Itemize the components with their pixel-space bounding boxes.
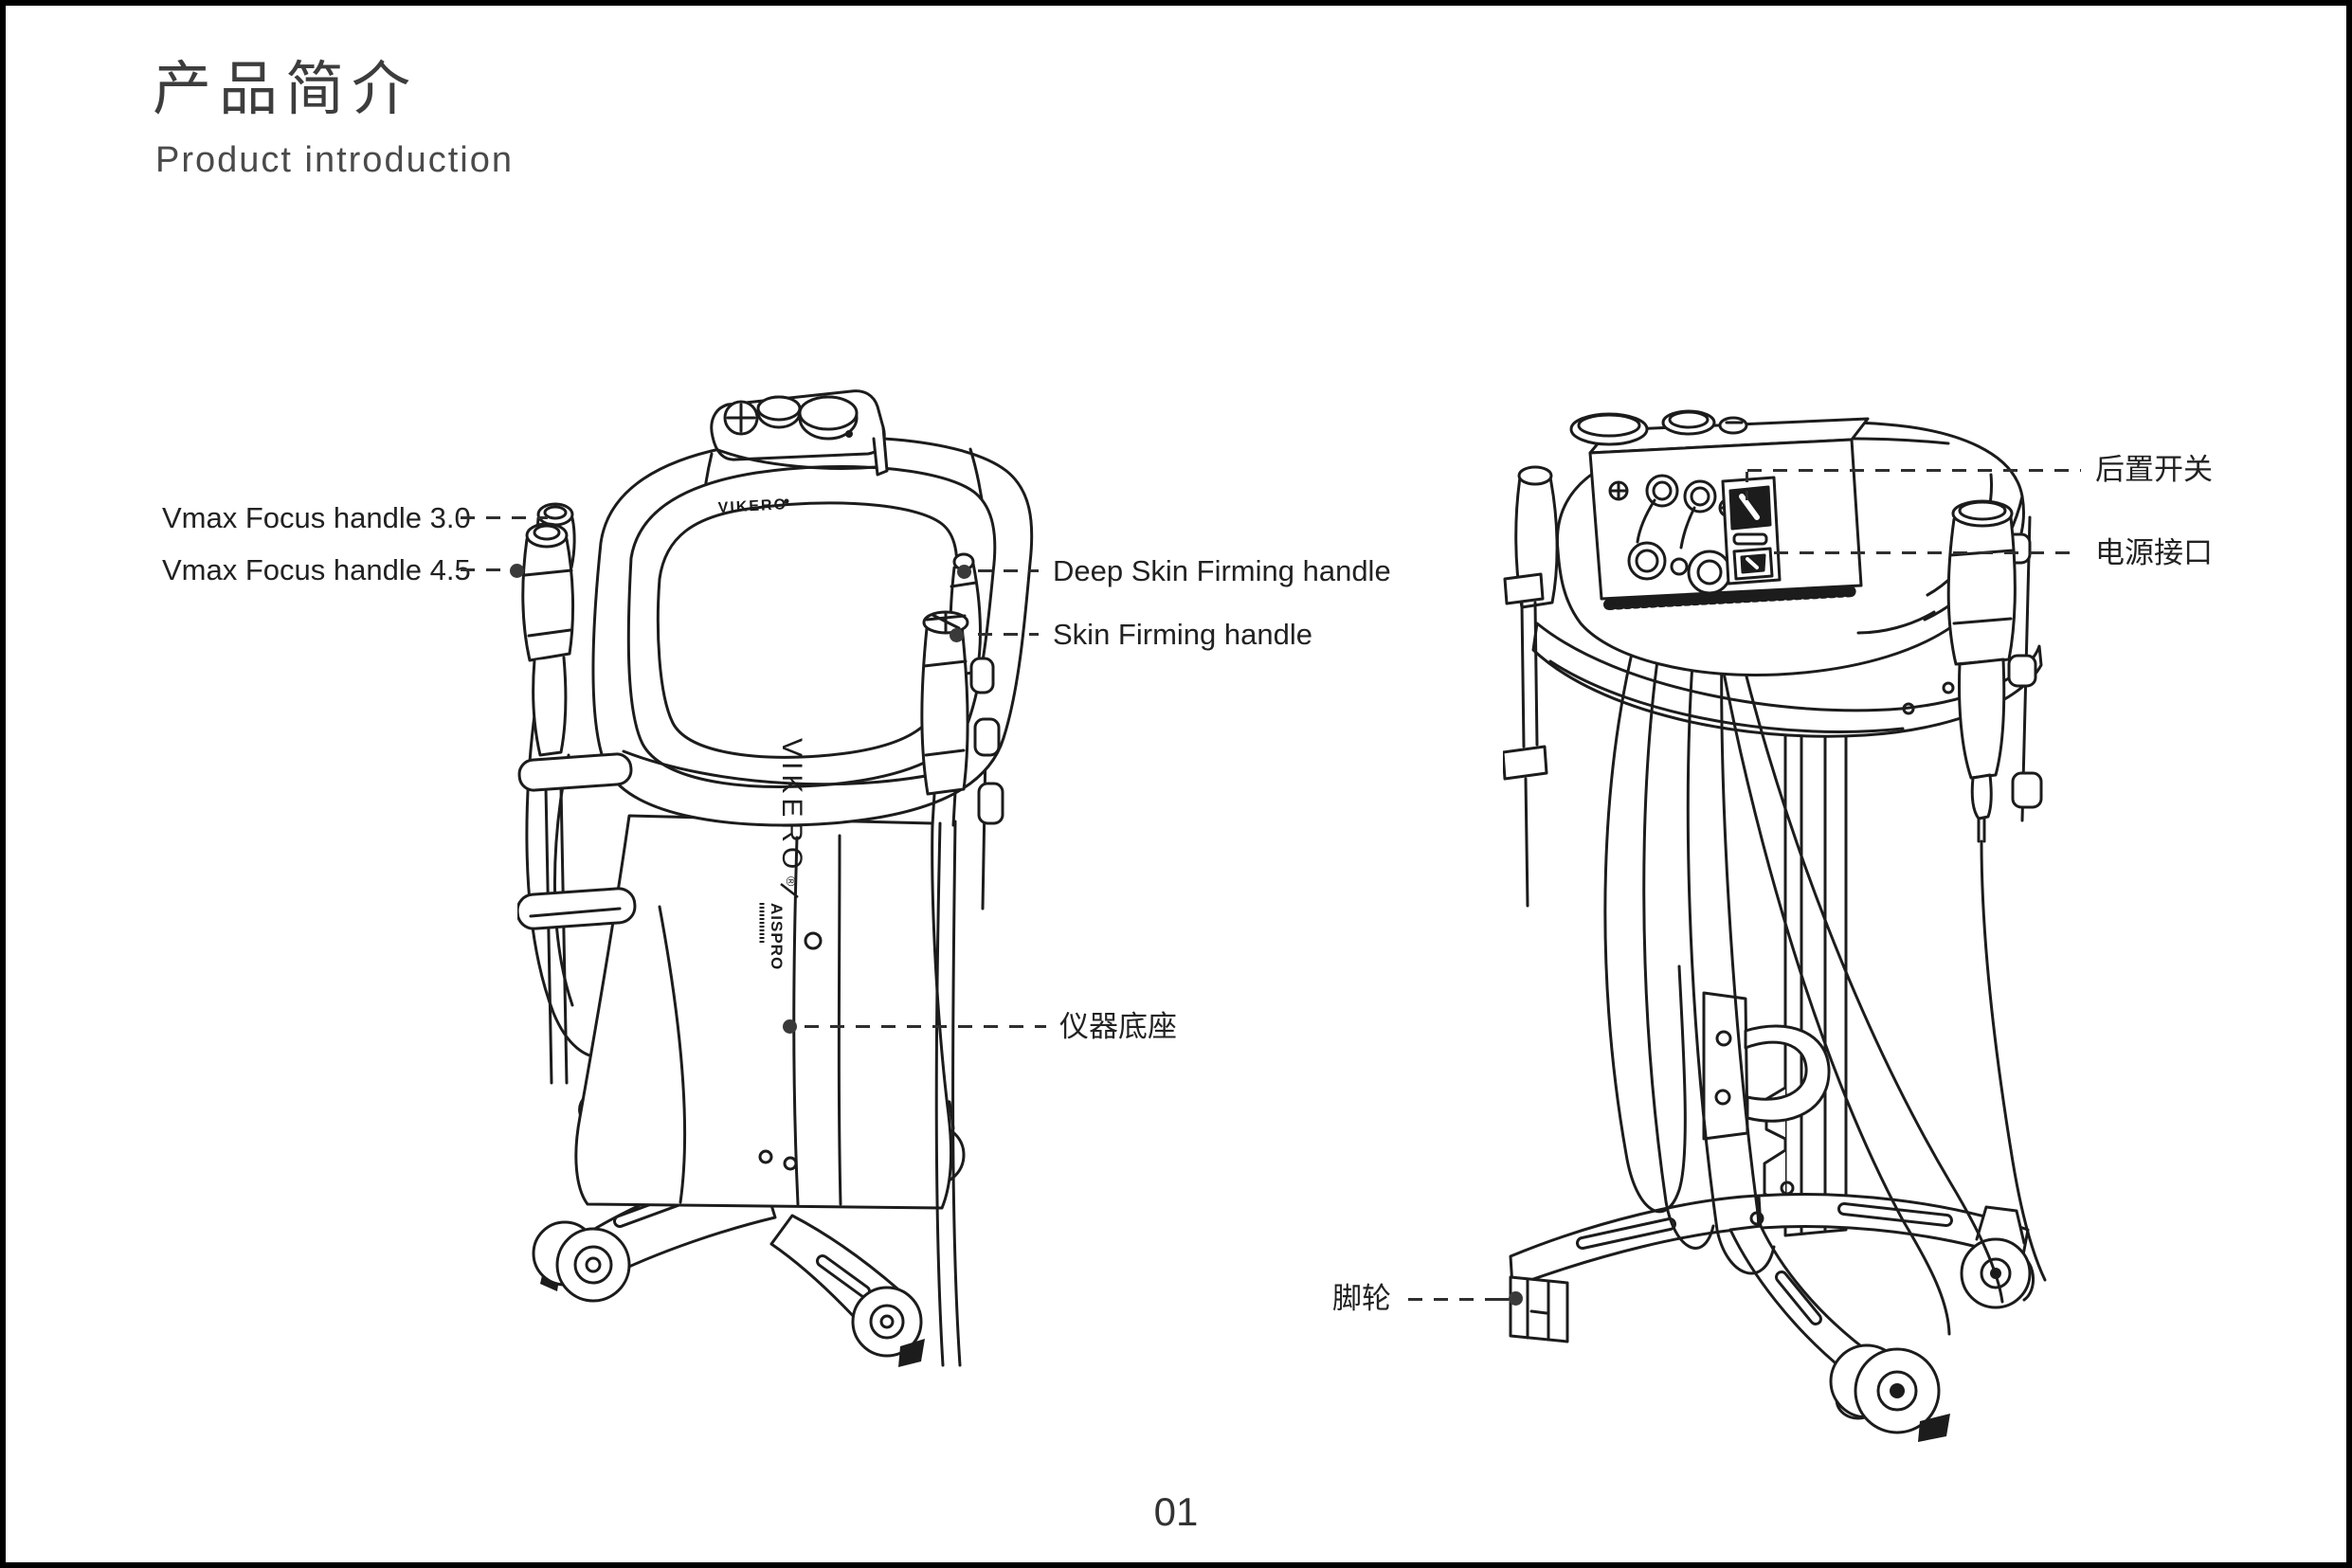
leader-line-vmax-3-0 (461, 516, 548, 519)
callout-dot-caster (1509, 1291, 1523, 1306)
callout-label-skin-firming: Skin Firming handle (1053, 618, 1312, 651)
control-pod (710, 389, 889, 477)
rear-top-knobs (1569, 409, 1748, 446)
callout-label-vmax-4-5: Vmax Focus handle 4.5 (162, 553, 471, 586)
side-logo: VIKERO (776, 738, 807, 874)
tray-platform (1531, 622, 2043, 738)
leader-line-caster-solid (1490, 1298, 1512, 1301)
vmax-focus-handles (517, 502, 637, 930)
leader-line-rear-switch (1747, 469, 2081, 472)
side-logo-mark: ® (784, 876, 799, 887)
rear-right-handle (1946, 499, 2047, 1282)
rear-left-handle (1503, 465, 1559, 908)
leader-line-rear-switch-vertical (1746, 472, 1748, 500)
support-column (1763, 724, 1848, 1237)
leader-line-deep-skin (978, 569, 1039, 572)
firming-handles (920, 552, 1004, 827)
callout-label-rear-switch: 后置开关 (2095, 453, 2213, 486)
callout-label-vmax-3-0: Vmax Focus handle 3.0 (162, 501, 471, 534)
rear-cables (1603, 601, 2004, 1336)
front-logo: VIKERO (717, 496, 787, 516)
callout-dot-skin-firming (950, 628, 964, 642)
leader-line-vmax-4-5 (461, 568, 513, 571)
callout-dot-deep-skin (957, 565, 971, 579)
page-number: 01 (1153, 1489, 1199, 1534)
leader-line-skin-firming (978, 633, 1039, 636)
panel-screw (1608, 480, 1629, 501)
front-view-illustration: VIKERO VIKERO ® AISPRO (517, 389, 1034, 1367)
handle-cables (951, 820, 962, 1367)
machine-body (574, 814, 953, 1210)
callout-label-deep-skin: Deep Skin Firming handle (1053, 554, 1391, 587)
rear-view-illustration (1503, 409, 2047, 1442)
callout-label-power-port: 电源接口 (2095, 536, 2213, 569)
handle-cables (934, 821, 945, 1367)
rear-base-assembly (1509, 1181, 2035, 1442)
leader-line-caster (1408, 1298, 1492, 1301)
leader-line-power-port (1774, 551, 2079, 554)
leader-line-device-base (805, 1025, 1046, 1028)
side-logo-sub: AISPRO (768, 903, 786, 970)
rear-panel (1588, 417, 1870, 610)
power-module (1721, 476, 1782, 586)
callout-label-device-base: 仪器底座 (1059, 1010, 1177, 1043)
page-title: 产品简介 (153, 57, 419, 122)
brand-marks: VIKERO VIKERO ® AISPRO (717, 496, 807, 970)
page-subtitle: Product introduction (155, 140, 514, 180)
callout-dot-vmax-4-5 (510, 564, 524, 578)
callout-dot-device-base (783, 1019, 797, 1034)
callout-label-caster: 脚轮 (1332, 1282, 1391, 1315)
touch-screen (656, 501, 959, 759)
